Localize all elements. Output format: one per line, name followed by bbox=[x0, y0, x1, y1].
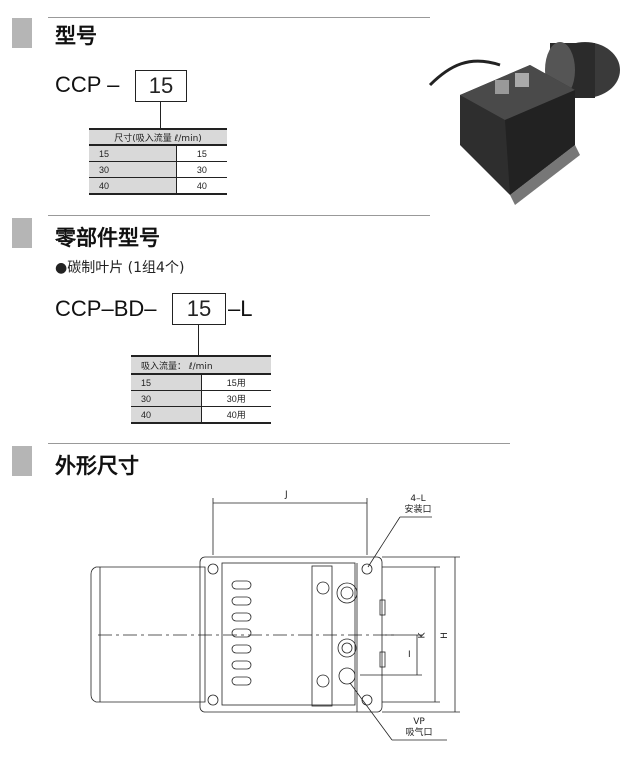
parts-code-mid: BD bbox=[113, 296, 145, 321]
section-title-dimensions: 外形尺寸 bbox=[55, 454, 139, 478]
dim-label-j: J bbox=[285, 490, 288, 500]
section-title-model: 型号 bbox=[55, 24, 97, 48]
model-size-box: 15 bbox=[135, 70, 187, 102]
dim-label-i: I bbox=[408, 650, 411, 660]
dim-label-h: H bbox=[439, 632, 450, 639]
section-divider bbox=[48, 17, 430, 18]
parts-subtitle: ●碳制叶片 (1组4个) bbox=[55, 260, 185, 276]
model-code-prefix: CCP bbox=[55, 72, 102, 97]
parts-code-suffix: L bbox=[240, 296, 253, 321]
parts-size-box: 15 bbox=[172, 293, 226, 325]
section-marker bbox=[12, 446, 32, 476]
leader-line bbox=[198, 324, 199, 355]
parts-code-prefix: CCP bbox=[55, 296, 102, 321]
section-title-parts: 零部件型号 bbox=[55, 226, 160, 250]
section-divider bbox=[48, 443, 510, 444]
dim-label-k: K bbox=[417, 632, 428, 639]
section-divider bbox=[48, 215, 430, 216]
section-marker bbox=[12, 18, 32, 48]
section-marker bbox=[12, 218, 32, 248]
product-photo bbox=[428, 42, 620, 205]
leader-line bbox=[160, 101, 161, 128]
